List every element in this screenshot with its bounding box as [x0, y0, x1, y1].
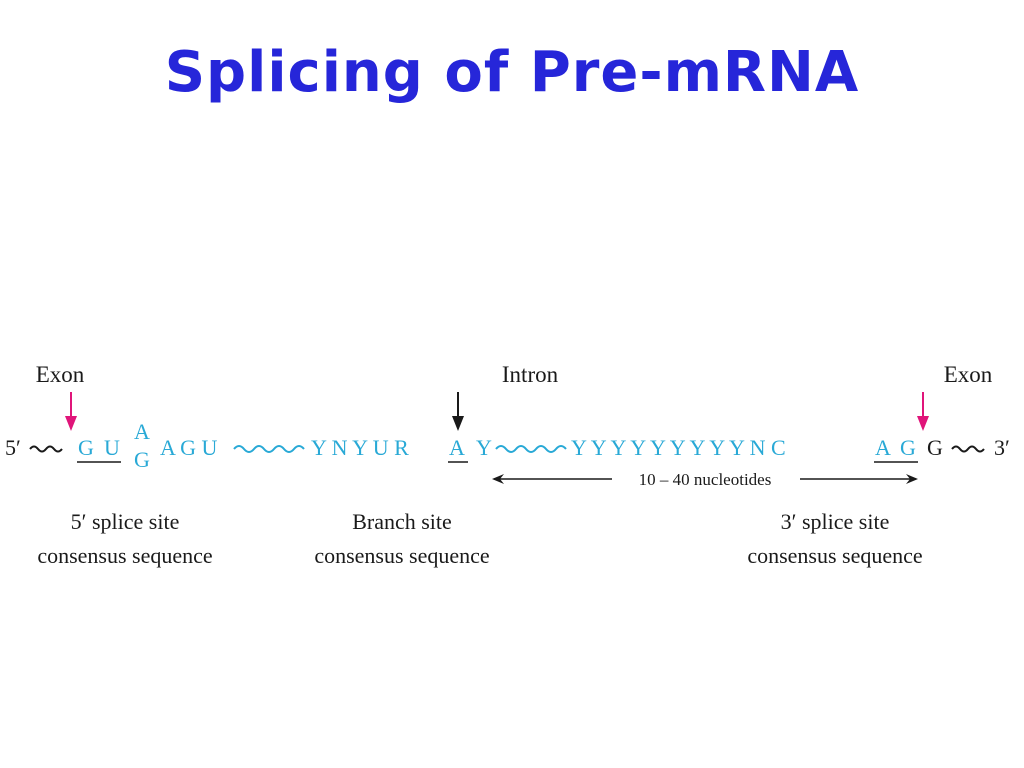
five-splice-arrow-icon: [65, 392, 77, 431]
slide-title: Splicing of Pre-mRNA: [164, 40, 860, 105]
branch-caption-line1: Branch site: [352, 509, 452, 534]
five-site-agu: A G U: [160, 435, 218, 460]
three-prime-end: 3′: [994, 435, 1010, 460]
three-site-g: G: [900, 435, 916, 460]
five-prime-end: 5′: [5, 435, 21, 460]
span-label: 10 – 40 nucleotides: [639, 470, 772, 489]
five-site-a-top: A: [134, 419, 150, 444]
branch-caption-line2: consensus sequence: [314, 543, 489, 568]
intron-wave-1-icon: [233, 445, 305, 453]
branch-y: Y: [476, 435, 492, 460]
exon-left-label: Exon: [36, 362, 85, 387]
span-double-arrow-icon: [492, 474, 918, 484]
five-site-caption-line2: consensus sequence: [37, 543, 212, 568]
branch-point-arrow-icon: [452, 392, 464, 431]
branch-site-sequence: Y N Y U R: [311, 435, 409, 460]
five-site-u: U: [104, 435, 120, 460]
exon-right-label: Exon: [944, 362, 993, 387]
branch-point-a: A: [449, 435, 465, 460]
three-site-a: A: [875, 435, 891, 460]
intron-label: Intron: [502, 362, 559, 387]
five-site-g-bottom: G: [134, 447, 150, 472]
five-site-g: G: [78, 435, 94, 460]
polypyrimidine-tract: Y Y Y Y Y Y Y Y Y N C: [571, 435, 786, 460]
three-site-caption-line2: consensus sequence: [747, 543, 922, 568]
five-site-caption-line1: 5′ splice site: [71, 509, 180, 534]
three-splice-arrow-icon: [917, 392, 929, 431]
left-exon-wave-icon: [29, 445, 63, 453]
three-site-caption-line1: 3′ splice site: [781, 509, 890, 534]
intron-wave-2-icon: [495, 445, 567, 453]
right-exon-g: G: [927, 435, 943, 460]
right-exon-wave-icon: [951, 445, 985, 453]
